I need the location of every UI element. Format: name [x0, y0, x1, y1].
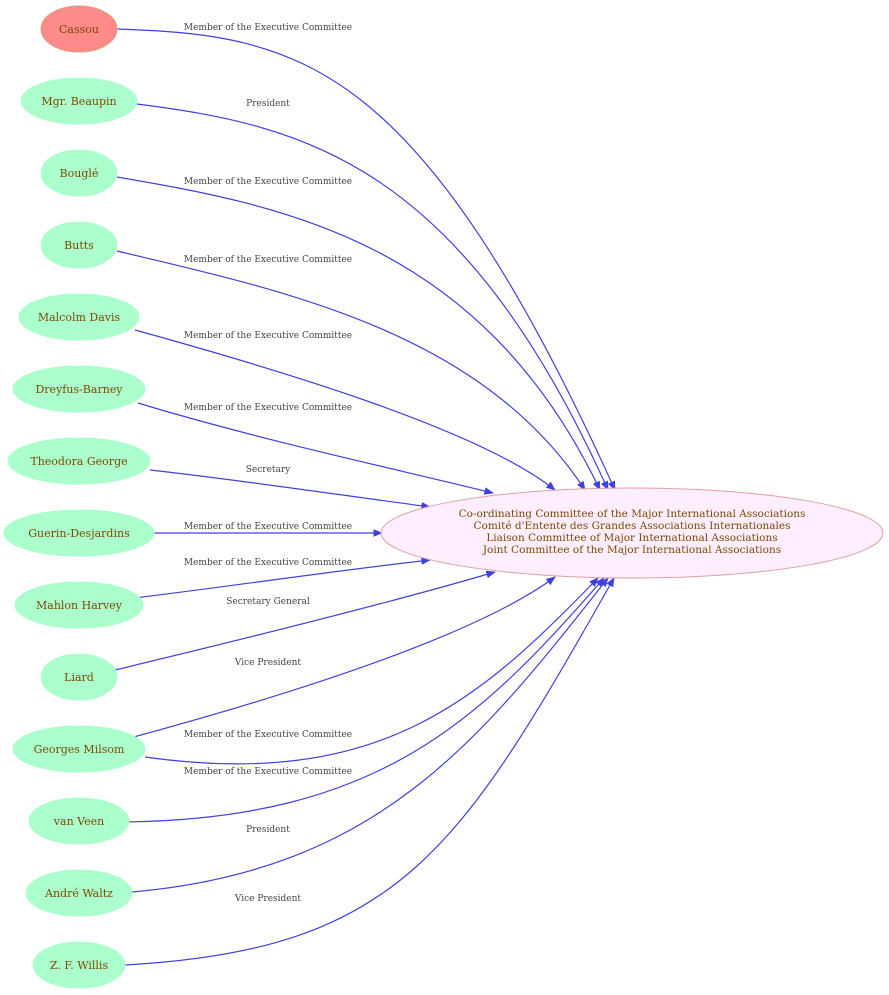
person-name: van Veen [53, 815, 104, 828]
edge-arrow [116, 176, 601, 491]
person-node[interactable]: Liard [40, 653, 118, 701]
edge-role-label: Member of the Executive Committee [184, 23, 352, 33]
person-node[interactable]: Guerin-Desjardins [3, 509, 155, 557]
person-ellipse[interactable] [32, 941, 126, 989]
person-name: Georges Milsom [34, 743, 125, 756]
person-ellipse[interactable] [12, 365, 146, 413]
edges-layer [114, 28, 616, 966]
edge-arrow [116, 250, 586, 491]
edge-role-label: President [246, 825, 290, 835]
committee-name-4: Joint Committee of the Major Internation… [482, 544, 781, 556]
person-name: Guerin-Desjardins [28, 527, 130, 540]
person-name: Dreyfus-Barney [35, 383, 123, 396]
person-ellipse[interactable] [40, 653, 118, 701]
person-node[interactable]: Mahlon Harvey [14, 581, 144, 629]
person-name: Theodora George [30, 455, 127, 468]
person-name: Mahlon Harvey [36, 599, 123, 612]
person-node[interactable]: Cassou [40, 5, 118, 53]
edge-role-label: Member of the Executive Committee [184, 255, 352, 265]
person-name: Malcolm Davis [38, 311, 121, 324]
person-node[interactable]: Mgr. Beaupin [20, 77, 138, 125]
person-ellipse[interactable] [3, 509, 155, 557]
edge-arrow [149, 469, 431, 510]
person-ellipse[interactable] [12, 725, 146, 773]
edge-role-label: Member of the Executive Committee [184, 730, 352, 740]
committee-name-1: Co-ordinating Committee of the Major Int… [459, 508, 806, 520]
person-ellipse[interactable] [40, 5, 118, 53]
edge-role-label: Member of the Executive Committee [184, 331, 352, 341]
person-node[interactable]: van Veen [28, 797, 130, 845]
person-name: Liard [64, 671, 94, 684]
person-node[interactable]: Georges Milsom [12, 725, 146, 773]
edge-role-label: Vice President [234, 894, 302, 904]
edge-role-label: Member of the Executive Committee [184, 403, 352, 413]
edge-arrow [114, 570, 496, 671]
edge-role-label: Member of the Executive Committee [184, 767, 352, 777]
person-name: Cassou [59, 23, 99, 36]
person-name: Mgr. Beaupin [41, 95, 116, 108]
person-ellipse[interactable] [20, 77, 138, 125]
edge-arrow [129, 576, 556, 739]
edge-role-label: Member of the Executive Committee [184, 177, 352, 187]
person-node[interactable]: Dreyfus-Barney [12, 365, 146, 413]
person-node[interactable]: Bouglé [40, 149, 118, 197]
committee-ellipse[interactable] [380, 487, 884, 579]
edge-labels-layer: Member of the Executive CommitteePreside… [184, 23, 352, 904]
person-name: Z. F. Willis [50, 959, 109, 972]
committee-name-2: Comité d'Entente des Grandes Association… [473, 520, 790, 532]
edge-arrow [131, 577, 609, 893]
edge-role-label: Member of the Executive Committee [184, 522, 352, 532]
edge-role-label: Vice President [234, 658, 302, 668]
person-node[interactable]: Butts [40, 221, 118, 269]
person-ellipse[interactable] [40, 221, 118, 269]
edge-role-label: Secretary [246, 465, 291, 475]
edge-arrow [134, 329, 556, 491]
person-node[interactable]: Z. F. Willis [32, 941, 126, 989]
person-ellipse[interactable] [25, 869, 133, 917]
edge-arrow [134, 557, 431, 599]
person-ellipse[interactable] [14, 581, 144, 629]
person-node[interactable]: Theodora George [7, 437, 151, 485]
person-name: Bouglé [60, 167, 99, 180]
edge-arrow [144, 577, 599, 765]
person-name: Butts [64, 239, 94, 252]
edge-arrow [136, 103, 609, 491]
person-ellipse[interactable] [28, 797, 130, 845]
person-ellipse[interactable] [40, 149, 118, 197]
person-node[interactable]: André Waltz [25, 869, 133, 917]
edge-role-label: Member of the Executive Committee [184, 558, 352, 568]
committee-node[interactable]: Co-ordinating Committee of the Major Int… [380, 487, 884, 579]
edge-arrow [124, 577, 615, 966]
person-name: André Waltz [44, 887, 113, 900]
edge-arrow [137, 402, 494, 495]
edge-role-label: President [246, 99, 290, 109]
person-ellipse[interactable] [7, 437, 151, 485]
person-node[interactable]: Malcolm Davis [18, 293, 140, 341]
person-ellipse[interactable] [18, 293, 140, 341]
committee-name-3: Liaison Committee of Major International… [486, 532, 777, 544]
edge-arrow [119, 577, 605, 823]
edge-role-label: Secretary General [226, 597, 310, 607]
edge-arrow [116, 28, 616, 491]
